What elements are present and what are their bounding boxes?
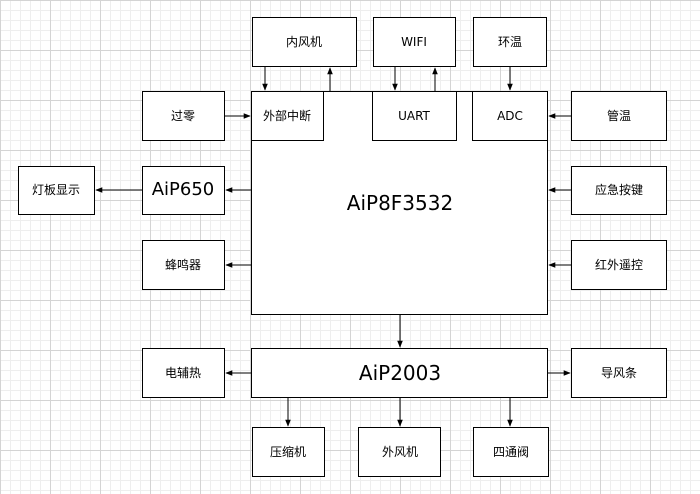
- four-way-valve-label: 四通阀: [492, 445, 530, 459]
- emergency-key-box: [571, 166, 667, 215]
- electric-heater-box: [142, 348, 225, 398]
- louver-box: [571, 348, 667, 398]
- outer-fan-box: [358, 427, 441, 477]
- ext-interrupt-box: [251, 91, 324, 141]
- ambient-temp-box: [473, 17, 547, 67]
- buzzer-label: 蜂鸣器: [164, 258, 202, 272]
- adc-label: ADC: [497, 109, 523, 123]
- pipe-temp-box: [571, 91, 667, 141]
- uart-label: UART: [398, 109, 430, 123]
- aip2003-box: [251, 348, 548, 398]
- zero-cross-box: [142, 91, 225, 141]
- compressor-box: [252, 427, 325, 477]
- electric-heater-label: 电辅热: [164, 366, 202, 380]
- adc-box: [472, 91, 548, 141]
- pipe-temp-label: 管温: [606, 109, 632, 123]
- panel-display-label: 灯板显示: [31, 183, 81, 197]
- uart-box: [372, 91, 457, 141]
- wifi-label: WIFI: [401, 35, 427, 49]
- louver-label: 导风条: [600, 366, 638, 380]
- zero-cross-label: 过零: [170, 109, 196, 123]
- wifi-box: [373, 17, 456, 67]
- outer-fan-label: 外风机: [381, 445, 419, 459]
- inner-fan-label: 内风机: [285, 35, 323, 49]
- emergency-key-label: 应急按键: [594, 183, 644, 197]
- ambient-temp-label: 环温: [497, 35, 523, 49]
- compressor-label: 压缩机: [269, 445, 307, 459]
- inner-fan-box: [252, 17, 357, 67]
- ext-interrupt-label: 外部中断: [262, 109, 312, 123]
- four-way-valve-box: [473, 427, 549, 477]
- ir-remote-box: [571, 240, 667, 290]
- ir-remote-label: 红外遥控: [594, 258, 644, 272]
- panel-display-box: [18, 166, 95, 215]
- aip2003-label: AiP2003: [358, 361, 442, 385]
- aip650-box: [142, 166, 225, 215]
- aip650-label: AiP650: [151, 179, 215, 200]
- mcu-label: AiP8F3532: [346, 191, 454, 215]
- buzzer-box: [142, 240, 225, 290]
